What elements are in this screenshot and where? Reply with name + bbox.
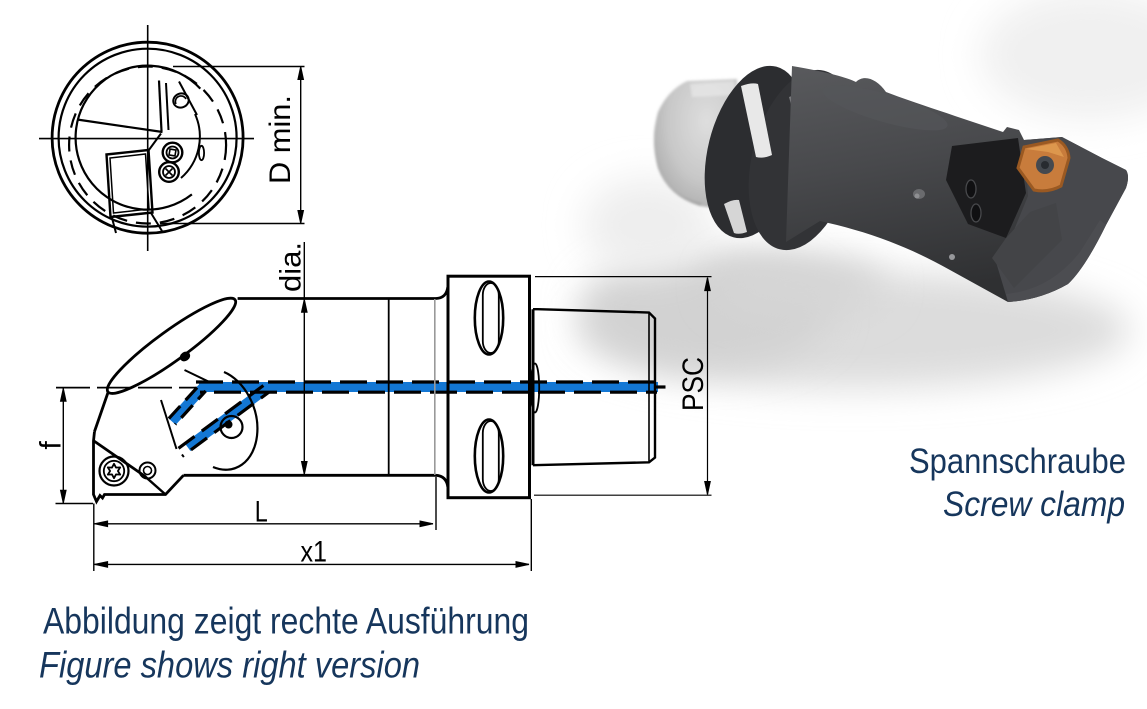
svg-text:dia.: dia. (275, 242, 308, 292)
svg-text:Abbildung zeigt rechte Ausführ: Abbildung zeigt rechte Ausführung (43, 601, 529, 642)
svg-text:D min.: D min. (264, 95, 297, 184)
svg-text:Screw clamp: Screw clamp (943, 485, 1125, 524)
svg-text:L: L (255, 495, 268, 528)
svg-text:Spannschraube: Spannschraube (909, 442, 1126, 481)
svg-text:PSC: PSC (677, 357, 710, 411)
svg-text:f: f (35, 441, 68, 450)
svg-text:x1: x1 (301, 536, 328, 569)
svg-text:Figure shows right version: Figure shows right version (39, 645, 420, 686)
